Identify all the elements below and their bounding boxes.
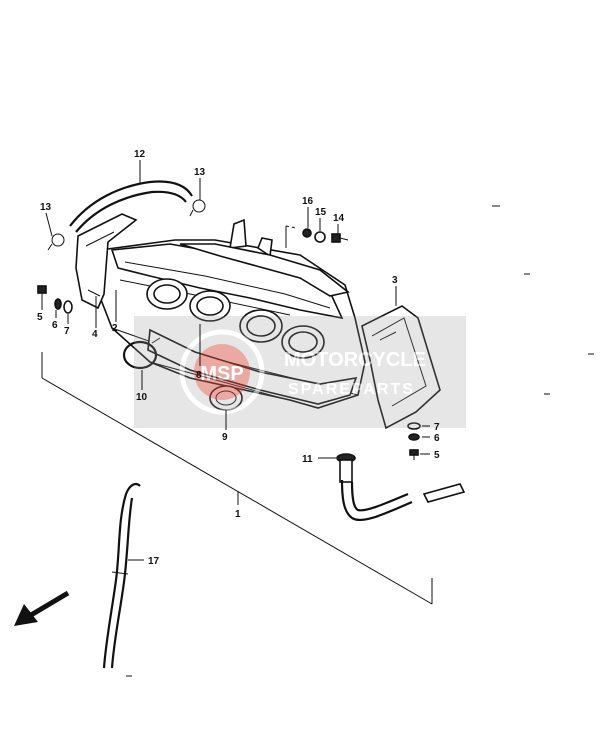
callout-labels: 12 13 13 16 15 14 3 5 6 7 4 2 8 10 9 7 6… — [37, 149, 440, 567]
clamp-band — [122, 337, 161, 370]
hose-clip-right — [189, 199, 206, 217]
label-13-left: 13 — [40, 202, 52, 213]
label-14: 14 — [333, 213, 345, 224]
label-8: 8 — [196, 370, 202, 381]
label-10: 10 — [136, 392, 148, 403]
label-5-left: 5 — [37, 312, 43, 323]
watermark: MSP MOTORCYCLE SPAREPARTS — [134, 316, 466, 428]
side-cover-right — [361, 305, 441, 430]
label-6-right: 6 — [434, 433, 440, 444]
label-7-left: 7 — [64, 326, 70, 337]
watermark-line2: SPAREPARTS — [288, 381, 415, 398]
hose-clip-left — [47, 233, 65, 251]
label-7-right: 7 — [434, 422, 440, 433]
label-17: 17 — [148, 556, 160, 567]
front-arrow-icon — [14, 590, 70, 626]
breather-hose — [69, 180, 193, 233]
label-5-right: 5 — [434, 450, 440, 461]
hardware-top-right — [285, 225, 349, 248]
label-4: 4 — [92, 329, 98, 340]
hardware-left — [37, 285, 73, 314]
label-13-right: 13 — [194, 167, 206, 178]
intake-rubbers — [146, 278, 325, 359]
label-16: 16 — [302, 196, 314, 207]
label-9: 9 — [222, 432, 228, 443]
watermark-line1: MOTORCYCLE — [284, 349, 426, 371]
label-15: 15 — [315, 207, 327, 218]
long-hose — [102, 483, 141, 669]
label-1: 1 — [235, 509, 241, 520]
label-3: 3 — [392, 275, 398, 286]
side-cover-left — [75, 213, 138, 310]
label-11: 11 — [302, 454, 313, 465]
label-2: 2 — [112, 323, 118, 334]
watermark-badge: MSP — [200, 363, 243, 385]
drain-plug-hose — [336, 453, 466, 522]
label-6-left: 6 — [52, 320, 58, 331]
stray-marks — [126, 205, 594, 677]
assembly-bracket — [41, 352, 433, 605]
hardware-right — [407, 422, 421, 460]
leader-lines — [41, 160, 430, 561]
label-12: 12 — [134, 149, 146, 160]
